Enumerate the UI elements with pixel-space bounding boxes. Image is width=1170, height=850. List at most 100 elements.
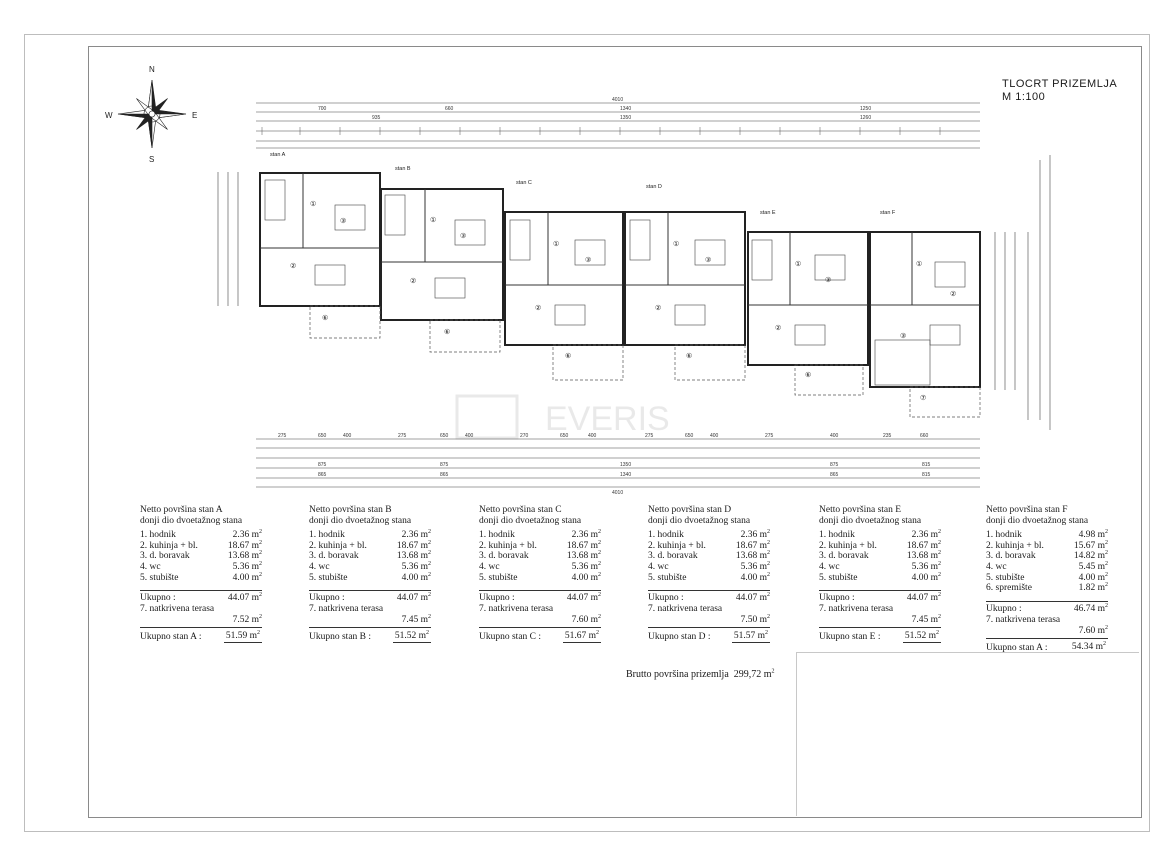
row-value: 4.00 m xyxy=(232,572,259,583)
svg-text:1340: 1340 xyxy=(620,472,631,478)
svg-text:400: 400 xyxy=(343,433,352,439)
row-value: 14.82 m xyxy=(1073,551,1105,562)
total-value: 51.59 m xyxy=(225,631,257,642)
drawing-title-block: TLOCRT PRIZEMLJA M 1:100 xyxy=(1002,78,1117,104)
subtotal-row: Ukupno : 44.07 m2 xyxy=(648,592,770,604)
row-value: 5.36 m xyxy=(911,561,938,572)
svg-text:400: 400 xyxy=(830,433,839,439)
svg-text:660: 660 xyxy=(920,433,929,439)
gross-area-label: Brutto površina prizemlja xyxy=(626,669,729,680)
table-row: 1. hodnik 2.36 m2 xyxy=(479,529,601,541)
table-row: 1. hodnik 2.36 m2 xyxy=(140,529,262,541)
table-row: 3. d. boravak 13.68 m2 xyxy=(648,550,770,562)
svg-text:1340: 1340 xyxy=(620,106,631,112)
row-label: 1. hodnik xyxy=(648,530,684,541)
row-label: 4. wc xyxy=(986,561,1007,572)
terrace-value: 7.45 m xyxy=(401,615,428,626)
terrace-label: 7. natkrivena terasa xyxy=(309,604,384,615)
row-label: 4. wc xyxy=(648,561,669,572)
svg-text:⑦: ⑦ xyxy=(920,394,926,402)
row-label: 5. stubište xyxy=(819,572,858,583)
total-label: Ukupno stan B : xyxy=(309,632,372,643)
row-label: 3. d. boravak xyxy=(986,551,1036,562)
row-value: 13.68 m xyxy=(566,551,598,562)
row-label: 3. d. boravak xyxy=(819,551,869,562)
total-value: 51.67 m xyxy=(564,631,596,642)
table-row: 4. wc 5.45 m2 xyxy=(986,560,1108,572)
unit-label-e: stan E xyxy=(760,210,776,216)
terrace-label: 7. natkrivena terasa xyxy=(986,614,1061,625)
table-subheading: donji dio dvoetažnog stana xyxy=(648,515,751,526)
row-value: 4.00 m xyxy=(740,572,767,583)
row-label: 5. stubište xyxy=(648,572,687,583)
table-row: 2. kuhinja + bl. 18.67 m2 xyxy=(309,539,431,551)
row-value: 13.68 m xyxy=(227,551,259,562)
row-label: 5. stubište xyxy=(309,572,348,583)
table-heading: Netto površina stan E xyxy=(819,505,902,515)
row-label: 2. kuhinja + bl. xyxy=(309,540,367,551)
total-row: Ukupno stan E : 51.52 m2 xyxy=(819,630,941,643)
table-row: 1. hodnik 2.36 m2 xyxy=(648,529,770,541)
table-subheading: donji dio dvoetažnog stana xyxy=(479,515,582,526)
table-subheading: donji dio dvoetažnog stana xyxy=(309,515,412,526)
row-value: 13.68 m xyxy=(735,551,767,562)
building-walls xyxy=(259,172,981,388)
drawing-scale: M 1:100 xyxy=(1002,91,1046,103)
top-dimension-lines xyxy=(256,102,980,149)
table-subheading: donji dio dvoetažnog stana xyxy=(986,515,1089,526)
subtotal-row: Ukupno : 44.07 m2 xyxy=(479,592,601,604)
subtotal-label: Ukupno : xyxy=(819,593,855,604)
svg-text:③: ③ xyxy=(340,217,346,225)
row-label: 5. stubište xyxy=(479,572,518,583)
row-value: 4.98 m xyxy=(1078,530,1105,541)
svg-text:1350: 1350 xyxy=(620,462,631,468)
table-heading: Netto površina stan C xyxy=(479,505,562,515)
svg-text:660: 660 xyxy=(445,106,454,112)
row-value: 2.36 m xyxy=(401,530,428,541)
table-heading: Netto površina stan A xyxy=(140,505,223,515)
svg-text:②: ② xyxy=(775,324,781,332)
svg-text:275: 275 xyxy=(398,433,407,439)
table-row: 1. hodnik 2.36 m2 xyxy=(819,529,941,541)
subtotal-value: 44.07 m xyxy=(906,593,938,604)
total-label: Ukupno stan E : xyxy=(819,632,881,643)
svg-text:650: 650 xyxy=(685,433,694,439)
gross-area-value: 299,72 m xyxy=(733,669,772,680)
svg-text:700: 700 xyxy=(318,106,327,112)
subtotal-label: Ukupno : xyxy=(986,603,1022,614)
svg-text:①: ① xyxy=(795,260,801,268)
row-value: 5.36 m xyxy=(740,561,767,572)
total-value: 51.52 m xyxy=(904,631,936,642)
svg-text:③: ③ xyxy=(705,256,711,264)
svg-text:815: 815 xyxy=(922,462,931,468)
svg-text:815: 815 xyxy=(922,472,931,478)
svg-text:①: ① xyxy=(310,200,316,208)
terrace-value: 7.60 m xyxy=(1078,625,1105,636)
svg-text:②: ② xyxy=(655,304,661,312)
svg-text:650: 650 xyxy=(560,433,569,439)
table-row: 4. wc 5.36 m2 xyxy=(309,560,431,572)
row-label: 1. hodnik xyxy=(819,530,855,541)
subtotal-value: 44.07 m xyxy=(227,593,259,604)
subtotal-label: Ukupno : xyxy=(479,593,515,604)
svg-text:865: 865 xyxy=(830,472,839,478)
table-row: 4. wc 5.36 m2 xyxy=(648,560,770,572)
svg-text:400: 400 xyxy=(465,433,474,439)
unit-label-a: stan A xyxy=(270,152,286,158)
unit-label-f: stan F xyxy=(880,210,896,216)
row-value: 15.67 m xyxy=(1073,540,1105,551)
row-label: 1. hodnik xyxy=(479,530,515,541)
compass-s: S xyxy=(149,155,154,164)
svg-text:③: ③ xyxy=(900,332,906,340)
row-label: 6. spremište xyxy=(986,583,1032,594)
subtotal-label: Ukupno : xyxy=(140,593,176,604)
svg-text:②: ② xyxy=(410,277,416,285)
svg-text:③: ③ xyxy=(585,256,591,264)
table-row: 1. hodnik 2.36 m2 xyxy=(309,529,431,541)
subtotal-value: 46.74 m xyxy=(1073,603,1105,614)
table-row: 3. d. boravak 13.68 m2 xyxy=(140,550,262,562)
table-row: 5. stubište 4.00 m2 xyxy=(648,571,770,583)
row-label: 3. d. boravak xyxy=(479,551,529,562)
